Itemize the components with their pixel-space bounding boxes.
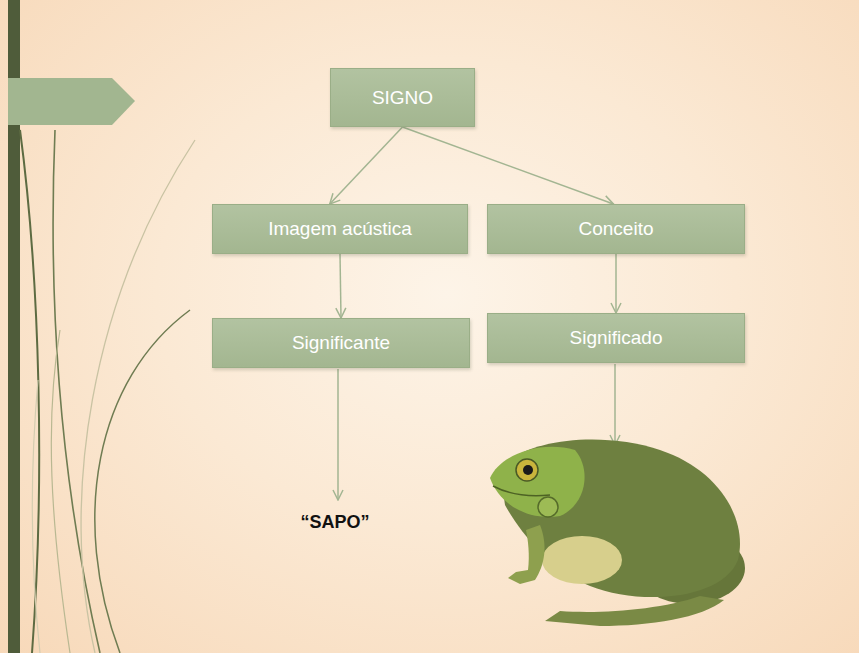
frog-body: [500, 440, 740, 598]
connector-arrow: [403, 127, 614, 204]
grass-line: [81, 140, 195, 653]
box-label: Conceito: [579, 218, 654, 240]
grass-line: [32, 380, 40, 653]
concept-box: Conceito: [487, 204, 745, 254]
arrow-tab: [8, 78, 135, 125]
frog-pupil: [523, 465, 533, 475]
concept-box: Imagem acústica: [212, 204, 468, 254]
grass-line: [95, 310, 190, 653]
frog-illustration: [490, 440, 745, 626]
connector-arrow: [330, 127, 403, 204]
word-label: “SAPO”: [255, 512, 415, 533]
leader-line: [337, 369, 339, 500]
box-label: Imagem acústica: [268, 218, 412, 240]
box-label: SIGNO: [372, 87, 433, 109]
connector-arrow: [615, 254, 617, 313]
grass-line: [51, 330, 70, 653]
root-box: SIGNO: [330, 68, 475, 127]
frog-front-leg: [508, 525, 545, 584]
leader-line: [614, 364, 616, 445]
box-label: Significante: [292, 332, 390, 354]
frog-tympanum: [538, 497, 558, 517]
term-box: Significante: [212, 318, 470, 368]
frog-head: [490, 447, 585, 517]
frog-belly: [542, 536, 622, 584]
grass-lines: [20, 130, 195, 653]
box-label: Significado: [570, 327, 663, 349]
connector-arrow: [340, 254, 341, 318]
grass-line: [20, 130, 39, 653]
term-box: Significado: [487, 313, 745, 363]
frog-mouth: [493, 486, 550, 496]
frog-hind-foot: [545, 596, 724, 626]
frog-eye: [516, 459, 538, 481]
